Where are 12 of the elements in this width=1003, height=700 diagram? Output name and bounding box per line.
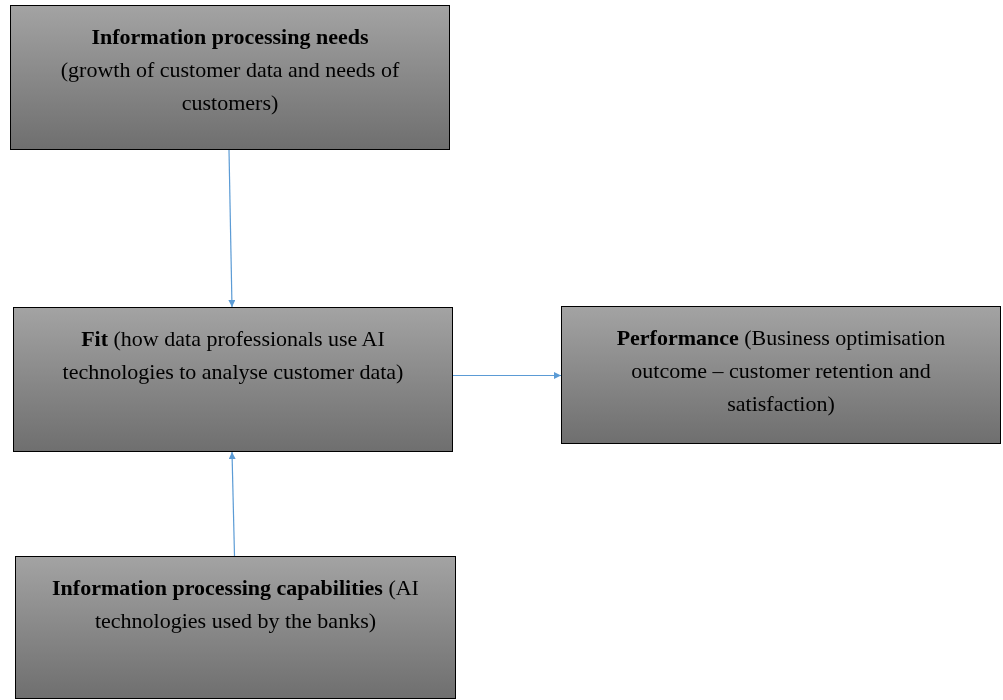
process-box — [10, 5, 450, 150]
arrow — [228, 149, 236, 308]
process-box — [561, 306, 1001, 444]
arrow — [228, 451, 236, 557]
arrow — [452, 372, 562, 379]
process-box — [13, 307, 453, 452]
box-text: Performance (Business optimisation outcome – customer retention and satisfaction) — [615, 324, 947, 418]
box-text: Fit (how data professionals use AI technologies to analyse customer data) — [61, 325, 405, 386]
process-box — [15, 556, 456, 699]
box-heading: Information processing needs — [91, 23, 369, 51]
box-text: Information processing capabilities (AI technologies used by the banks) — [51, 574, 420, 635]
box-text: (growth of customer data and needs of customers) — [59, 56, 401, 117]
